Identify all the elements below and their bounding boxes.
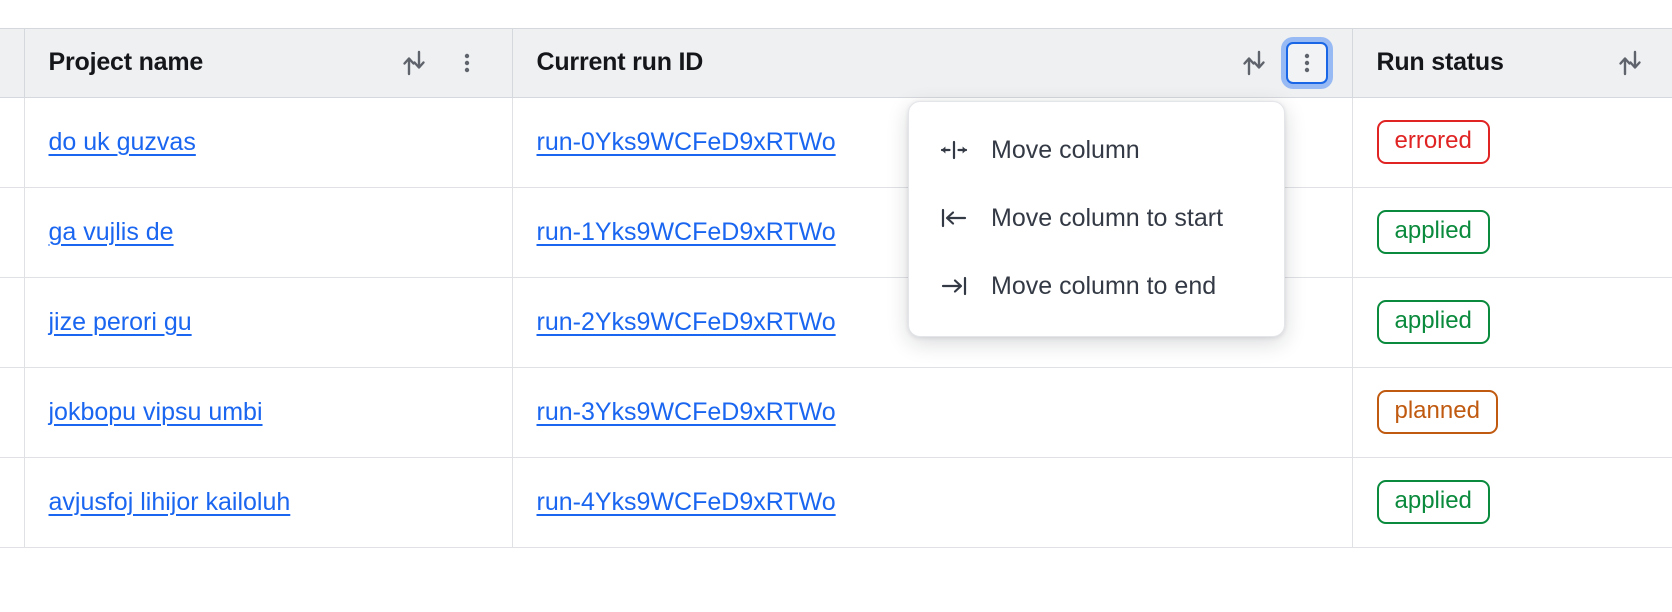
project-name-link[interactable]: jize perori gu	[48, 307, 192, 336]
column-header-run-status-tools	[1612, 42, 1648, 84]
cell-current-run-id: run-4Yks9WCFeD9xRTWo	[512, 457, 1353, 548]
table-row: do uk guzvas run-0Yks9WCFeD9xRTWo errore…	[0, 97, 1672, 188]
menu-item-move-column-to-end[interactable]: Move column to end	[909, 252, 1284, 320]
cell-project-name: ga vujlis de	[24, 187, 513, 278]
project-name-link[interactable]: avjusfoj lihijor kailoluh	[48, 487, 291, 516]
menu-item-move-column[interactable]: Move column	[909, 116, 1284, 184]
project-name-link[interactable]: ga vujlis de	[48, 217, 174, 246]
cell-run-status: planned	[1352, 367, 1672, 458]
menu-item-move-column-to-end-label: Move column to end	[991, 271, 1217, 300]
table-header-row: Project name	[0, 29, 1672, 98]
column-header-project-name: Project name	[24, 29, 513, 98]
project-name-link[interactable]: jokbopu vipsu umbi	[48, 397, 263, 426]
status-badge: applied	[1376, 480, 1490, 524]
project-name-link[interactable]: do uk guzvas	[48, 127, 196, 156]
column-header-run-status-label: Run status	[1376, 48, 1504, 77]
cell-run-status: applied	[1352, 277, 1672, 368]
column-header-run-status: Run status	[1352, 29, 1672, 98]
menu-item-move-column-to-start-label: Move column to start	[991, 203, 1224, 232]
table-row: ga vujlis de run-1Yks9WCFeD9xRTWo applie…	[0, 187, 1672, 278]
row-select-cell[interactable]	[0, 277, 25, 368]
current-run-id-link[interactable]: run-3Yks9WCFeD9xRTWo	[536, 397, 836, 426]
column-header-select	[0, 29, 25, 98]
menu-item-move-column-to-start[interactable]: Move column to start	[909, 184, 1284, 252]
table-row: jokbopu vipsu umbi run-3Yks9WCFeD9xRTWo …	[0, 367, 1672, 458]
current-run-id-link[interactable]: run-2Yks9WCFeD9xRTWo	[536, 307, 836, 336]
sort-arrows-icon-run-status[interactable]	[1612, 42, 1648, 84]
table-row: avjusfoj lihijor kailoluh run-4Yks9WCFeD…	[0, 457, 1672, 548]
row-select-cell[interactable]	[0, 367, 25, 458]
cell-project-name: jokbopu vipsu umbi	[24, 367, 513, 458]
table-header: Project name	[0, 29, 1672, 98]
column-header-project-name-label: Project name	[48, 48, 204, 77]
move-column-to-end-icon	[939, 271, 969, 301]
cell-run-status: applied	[1352, 187, 1672, 278]
column-header-current-run-id-tools	[1236, 41, 1328, 84]
sort-arrows-icon-project-name[interactable]	[396, 42, 432, 84]
row-select-cell[interactable]	[0, 187, 25, 278]
column-options-menu: Move column Move column to start Mov	[908, 101, 1285, 337]
table-body: do uk guzvas run-0Yks9WCFeD9xRTWo errore…	[0, 97, 1672, 548]
status-badge: applied	[1376, 210, 1490, 254]
status-badge: applied	[1376, 300, 1490, 344]
current-run-id-link[interactable]: run-4Yks9WCFeD9xRTWo	[536, 487, 836, 516]
projects-table-container: Project name	[0, 28, 1672, 548]
current-run-id-link[interactable]: run-0Yks9WCFeD9xRTWo	[536, 127, 836, 156]
column-header-current-run-id-label: Current run ID	[536, 48, 704, 77]
menu-item-move-column-label: Move column	[991, 135, 1140, 164]
status-badge: errored	[1376, 120, 1490, 164]
projects-table: Project name	[0, 29, 1672, 548]
column-header-current-run-id: Current run ID	[512, 29, 1353, 98]
move-column-icon	[939, 135, 969, 165]
current-run-id-link[interactable]: run-1Yks9WCFeD9xRTWo	[536, 217, 836, 246]
cell-run-status: errored	[1352, 97, 1672, 188]
column-header-project-name-tools	[396, 42, 488, 84]
row-select-cell[interactable]	[0, 457, 25, 548]
move-column-to-start-icon	[939, 203, 969, 233]
sort-arrows-icon-current-run-id[interactable]	[1236, 42, 1272, 84]
cell-run-status: applied	[1352, 457, 1672, 548]
cell-project-name: do uk guzvas	[24, 97, 513, 188]
kebab-menu-icon-current-run-id[interactable]	[1285, 41, 1328, 84]
row-select-cell[interactable]	[0, 97, 25, 188]
status-badge: planned	[1376, 390, 1498, 434]
kebab-menu-icon-project-name[interactable]	[446, 42, 488, 84]
cell-project-name: jize perori gu	[24, 277, 513, 368]
cell-current-run-id: run-3Yks9WCFeD9xRTWo	[512, 367, 1353, 458]
table-row: jize perori gu run-2Yks9WCFeD9xRTWo appl…	[0, 277, 1672, 368]
cell-project-name: avjusfoj lihijor kailoluh	[24, 457, 513, 548]
